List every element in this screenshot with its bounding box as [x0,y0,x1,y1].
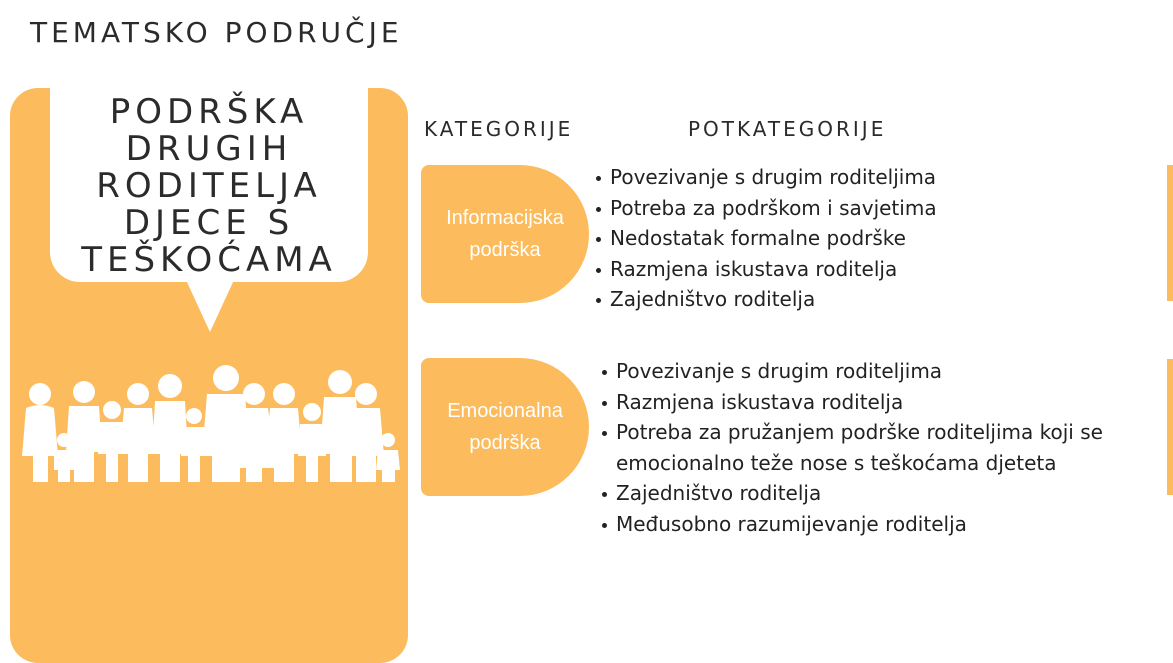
list-item: Povezivanje s drugim roditeljima [594,162,937,193]
subcategories-column-header: POTKATEGORIJE [688,117,887,141]
theme-title-line: RODITELJA [96,166,322,206]
list-item: Međusobno razumijevanje roditelja [600,509,1103,540]
emotional-subcategory-list: Povezivanje s drugim roditeljima Razmjen… [600,356,1103,539]
list-item: Razmjena iskustava roditelja [594,254,937,285]
category-emotional-support: Emocionalna podrška [421,358,589,496]
category-label: Emocionalna [447,400,563,422]
list-item: Nedostatak formalne podrške [594,223,937,254]
list-item: Razmjena iskustava roditelja [600,387,1103,418]
list-item: Zajedništvo roditelja [600,478,1103,509]
category-label: podrška [469,432,541,454]
edge-accent-bar [1167,165,1173,301]
theme-title-line: DJECE S [123,203,295,243]
list-item-continuation: emocionalno teže nose s teškoćama djetet… [616,450,1057,475]
family-group-icon [22,365,400,482]
list-item: Potreba za podrškom i savjetima [594,193,937,224]
speech-bubble-tail [186,280,234,332]
theme-speech-bubble [50,86,368,282]
category-label: Informacijska [446,207,564,229]
theme-title: PODRŠKA DRUGIH RODITELJA DJECE S TEŠKOĆA… [50,94,368,279]
edge-accent-bar [1167,359,1173,495]
theme-title-line: TEŠKOĆAMA [81,240,337,280]
list-item: Potreba za pružanjem podrške roditeljima… [600,417,1103,448]
category-label: podrška [469,239,541,261]
theme-title-line: PODRŠKA [109,92,309,132]
theme-title-line: DRUGIH [125,129,293,169]
informational-subcategory-list: Povezivanje s drugim roditeljima Potreba… [594,162,937,315]
list-item: Povezivanje s drugim roditeljima [600,356,1103,387]
categories-column-header: KATEGORIJE [424,117,574,141]
list-item: Zajedništvo roditelja [594,284,937,315]
page-heading: TEMATSKO PODRUČJE [30,16,403,49]
category-informational-support: Informacijska podrška [421,165,589,303]
